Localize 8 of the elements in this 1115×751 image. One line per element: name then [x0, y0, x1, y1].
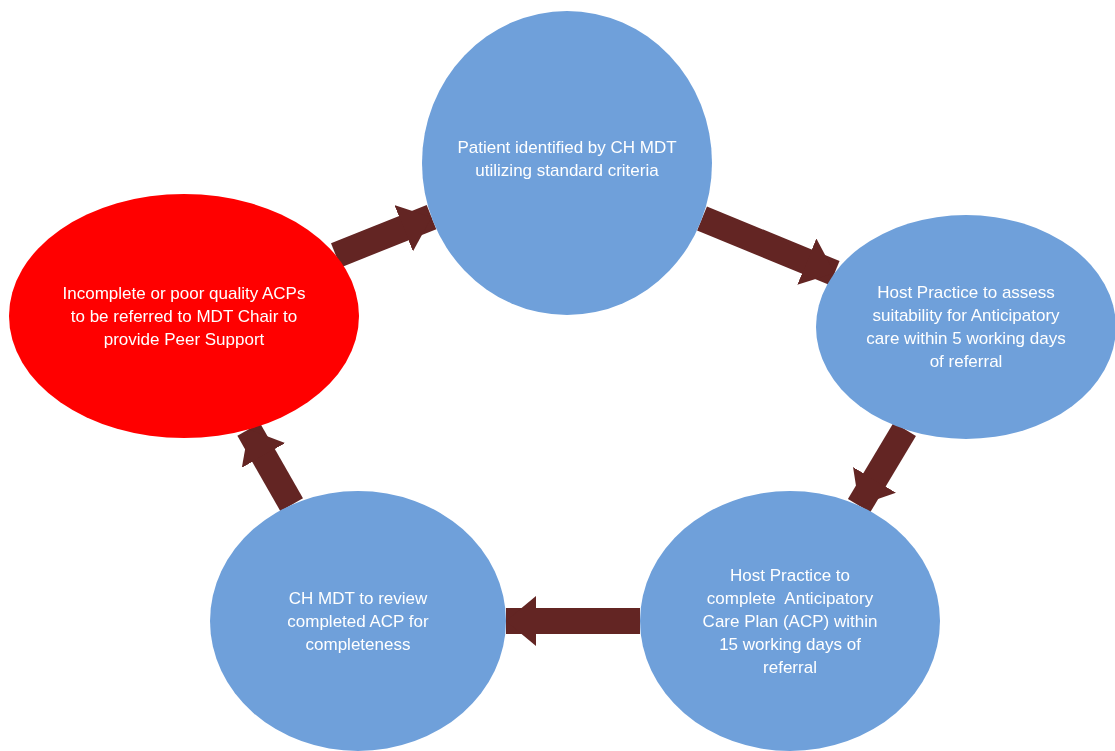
step-text: Host Practice to complete Anticipatory Care Plan (ACP) within 15 working days of referral	[701, 564, 879, 679]
step-text: Host Practice to assess suitability for Anticipatory care within 5 working days of referral	[865, 282, 1067, 373]
block-arrow	[847, 422, 916, 513]
step-text: Patient identified by CH MDT utilizing standard criteria	[456, 137, 678, 182]
block-arrow	[506, 596, 640, 646]
step-text: CH MDT to review completed ACP for completeness	[286, 587, 430, 656]
block-arrow	[697, 206, 840, 285]
step-text: Incomplete or poor quality ACPs to be referred to MDT Chair to provide Peer Support	[61, 282, 307, 351]
